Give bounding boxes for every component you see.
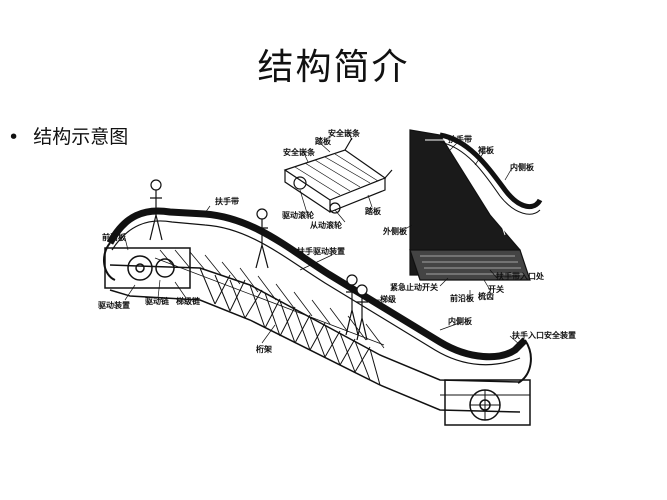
label-switch: 开关 xyxy=(488,284,504,294)
label-truss: 桁架 xyxy=(256,344,272,354)
label-inner-panel: 内侧板 xyxy=(448,316,473,326)
handrail-band xyxy=(106,207,528,361)
label-skirt: 裙板 xyxy=(477,145,495,155)
truss-lower xyxy=(109,289,521,413)
label-safety-bristle-2: 安全嵌条 xyxy=(283,147,316,157)
label-handrail-right: 扶手带 xyxy=(448,134,472,144)
upper-machine-room xyxy=(444,379,531,426)
label-drive-chain: 驱动链 xyxy=(145,296,170,306)
person-3 xyxy=(345,274,359,336)
label-drive-roller: 驱动滚轮 xyxy=(282,210,314,220)
escalator-main xyxy=(103,207,532,426)
label-outer-deck: 外侧板 xyxy=(383,226,408,236)
label-inner-deck: 内侧板 xyxy=(510,162,535,172)
person-2 xyxy=(255,208,269,269)
leader-lines xyxy=(124,131,521,346)
label-handrail-entry: 扶手带入口处 xyxy=(496,271,545,281)
newel-left xyxy=(103,242,116,281)
label-safety-bristle-1: 安全嵌条 xyxy=(328,128,361,138)
bullet-dot: • xyxy=(8,126,20,148)
newel-right xyxy=(517,339,532,384)
label-tread: 踏板 xyxy=(315,136,332,146)
drive-sprocket-left xyxy=(127,255,153,281)
person-1 xyxy=(149,179,163,241)
bullet-text: 结构示意图 xyxy=(33,126,129,148)
label-drive-device-bottom: 驱动装置 xyxy=(98,300,130,310)
label-step: 梯级 xyxy=(380,294,397,304)
label-deck-board: 踏板 xyxy=(365,206,382,216)
label-driven-roller: 从动滚轮 xyxy=(310,220,342,230)
label-emergency-stop: 紧急止动开关 xyxy=(390,282,438,292)
people xyxy=(149,179,368,341)
label-comb: 梳齿 xyxy=(477,291,494,301)
label-handrail-entry-safety: 扶手入口安全装置 xyxy=(512,330,576,340)
balustrade-detail xyxy=(409,129,543,281)
driven-roller-icon xyxy=(329,202,341,214)
comb-plate xyxy=(409,249,531,281)
bullet-item: • 结构示意图 xyxy=(8,122,128,149)
label-handrail-top: 扶手带 xyxy=(215,196,239,206)
slide-title: 结构简介 xyxy=(257,47,410,88)
lower-machine-room xyxy=(104,247,191,289)
truss-diagonals xyxy=(199,267,381,386)
drive-wheel-left xyxy=(155,258,175,278)
label-handrail-drive: 扶手驱动装置 xyxy=(297,246,345,256)
steps-hatch xyxy=(154,249,385,349)
drive-roller-icon xyxy=(293,176,307,190)
handrail-inner xyxy=(111,220,521,366)
handrail-detail xyxy=(439,132,543,209)
step-detail xyxy=(283,137,393,214)
person-4 xyxy=(356,284,368,341)
label-apron-right: 前沿板 xyxy=(450,293,475,303)
label-step-chain: 梯级链 xyxy=(176,296,201,306)
label-apron-left: 前沿板 xyxy=(102,232,127,242)
